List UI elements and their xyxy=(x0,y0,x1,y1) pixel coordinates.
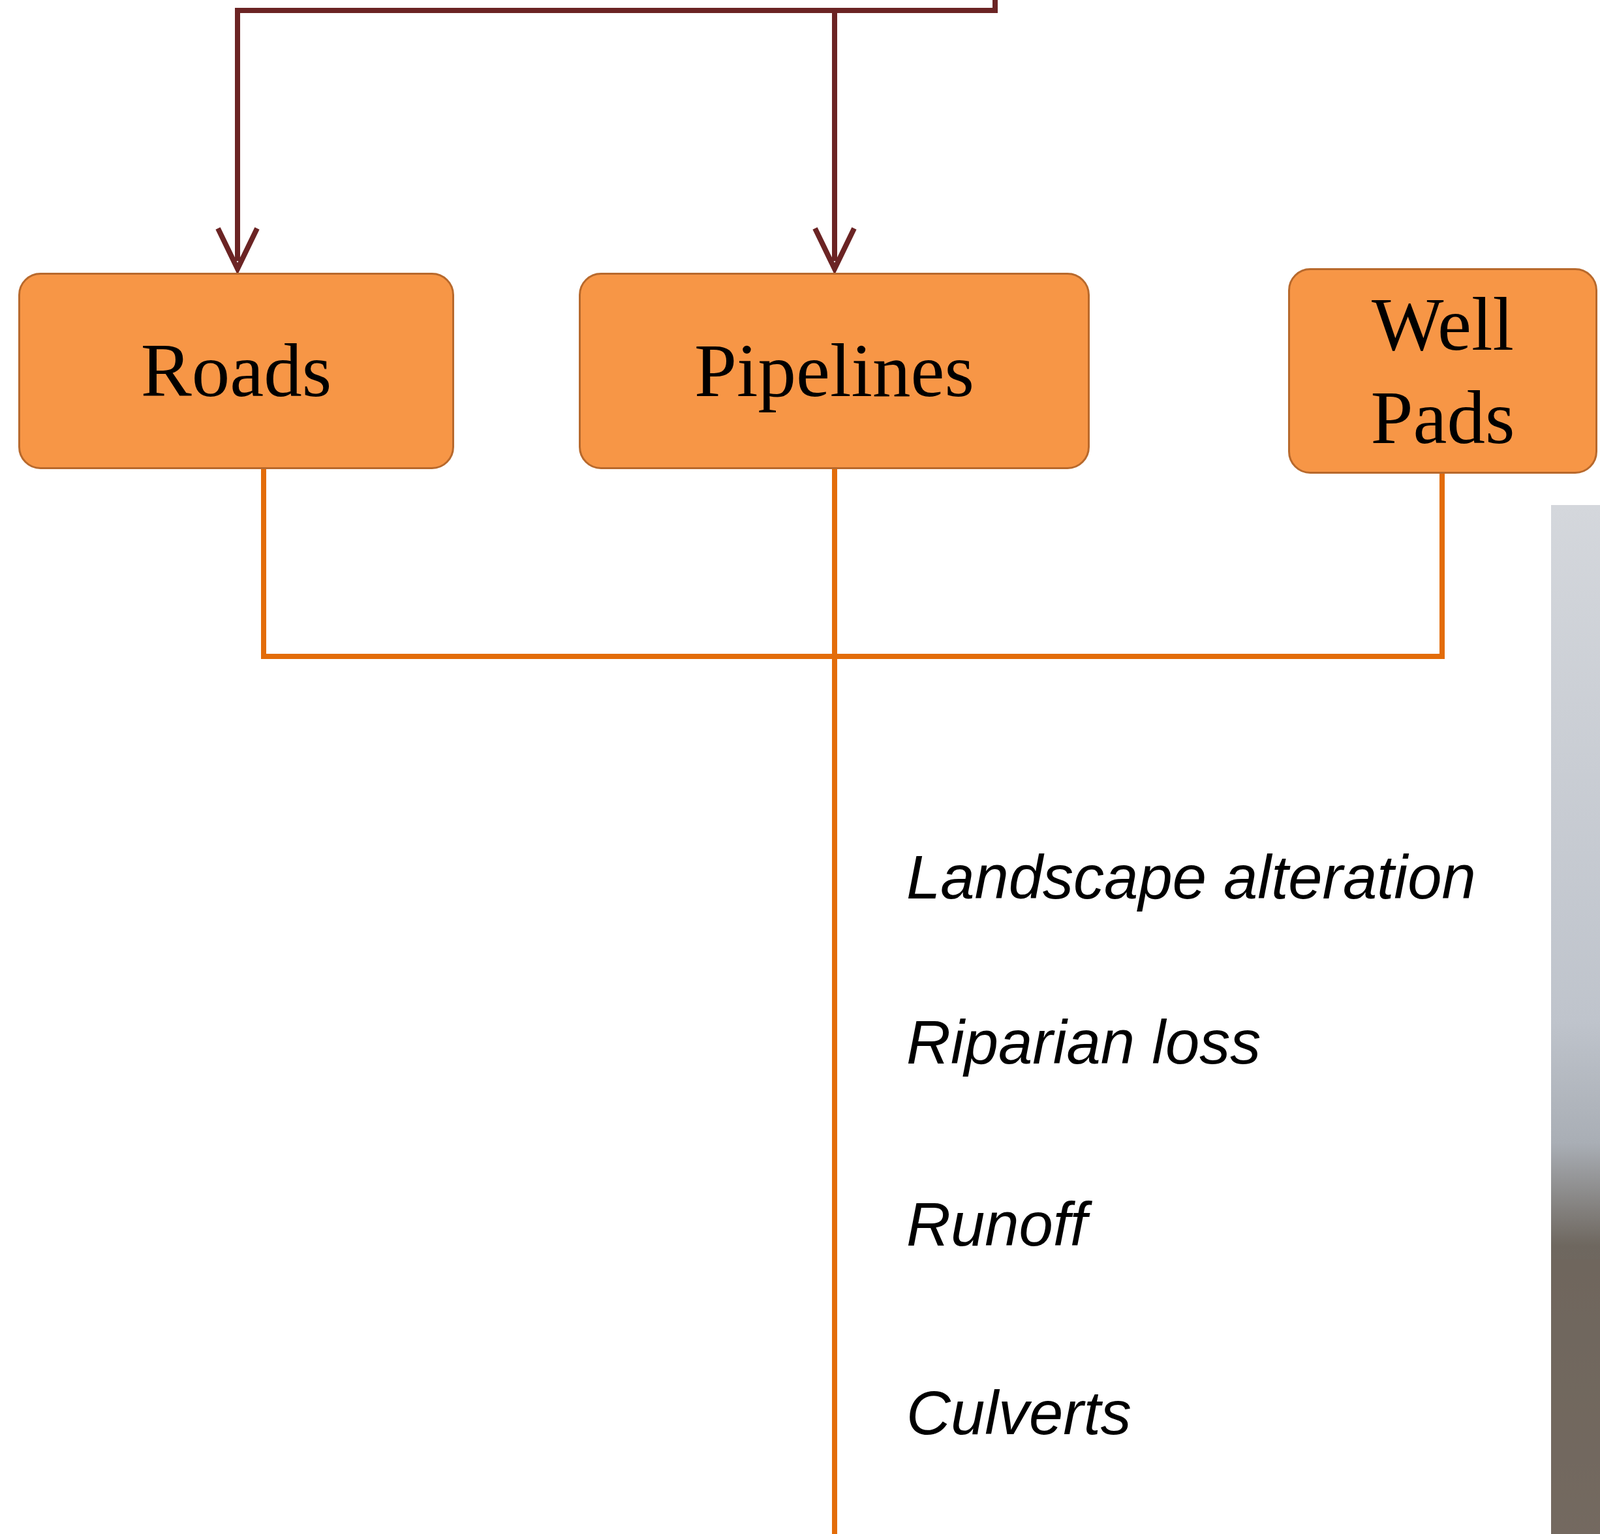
outgoing-lines xyxy=(263,469,1443,1534)
tree-line xyxy=(1551,1259,1600,1534)
feed-line xyxy=(831,10,838,262)
merge-line xyxy=(263,469,1443,657)
trunk-line xyxy=(831,469,838,1534)
box-label: Roads xyxy=(140,324,333,418)
process-box: Well Pads xyxy=(1288,268,1598,474)
process-box: Roads xyxy=(18,272,455,470)
arrow-head xyxy=(815,228,855,269)
impact-label: Culverts xyxy=(906,1378,1132,1449)
feed-line xyxy=(237,0,996,262)
impact-label: Landscape alteration xyxy=(906,842,1477,913)
box-label: Well Pads xyxy=(1338,277,1548,464)
incoming-lines xyxy=(217,0,996,269)
impact-label: Runoff xyxy=(906,1189,1088,1261)
arrow-head xyxy=(217,228,258,269)
box-label: Pipelines xyxy=(694,324,975,418)
landscape-photo xyxy=(1551,505,1600,1534)
process-box: Pipelines xyxy=(578,272,1090,470)
impact-label: Riparian loss xyxy=(906,1007,1261,1078)
